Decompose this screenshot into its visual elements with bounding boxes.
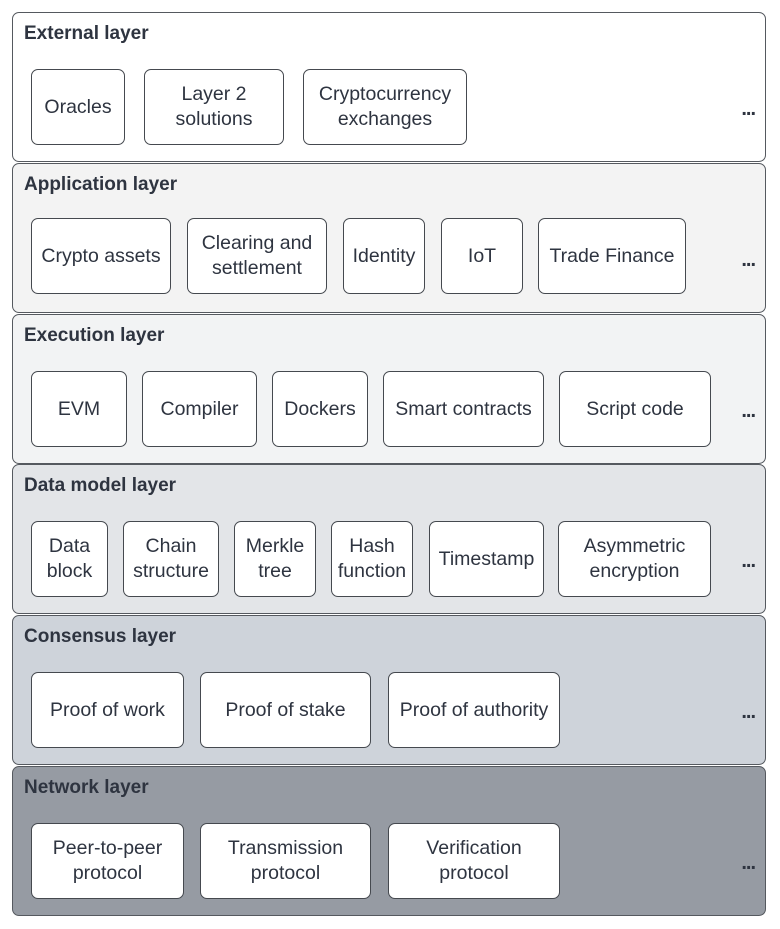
peer-to-peer-protocol-box: Peer-to-peer protocol (31, 823, 184, 899)
transmission-protocol-box: Transmission protocol (200, 823, 371, 899)
more-ellipsis: ... (741, 852, 756, 874)
consensus-layer: Consensus layer Proof of work Proof of s… (12, 615, 766, 765)
iot-box: IoT (441, 218, 523, 294)
proof-of-work-box: Proof of work (31, 672, 184, 748)
more-ellipsis: ... (741, 701, 756, 723)
layer-title: Application layer (24, 174, 178, 195)
network-layer: Network layer Peer-to-peer protocol Tran… (12, 766, 766, 916)
merkle-tree-box: Merkle tree (234, 521, 316, 597)
layer-title: External layer (24, 23, 149, 44)
more-ellipsis: ... (741, 249, 756, 271)
timestamp-box: Timestamp (429, 521, 544, 597)
data-block-box: Data block (31, 521, 108, 597)
layer-title: Consensus layer (24, 626, 177, 647)
verification-protocol-box: Verification protocol (388, 823, 560, 899)
script-code-box: Script code (559, 371, 711, 447)
proof-of-stake-box: Proof of stake (200, 672, 371, 748)
external-layer: External layer Oracles Layer 2 solutions… (12, 12, 766, 162)
crypto-exchanges-box: Cryptocurrency exchanges (303, 69, 467, 145)
identity-box: Identity (343, 218, 425, 294)
more-ellipsis: ... (741, 400, 756, 422)
asymmetric-encryption-box: Asymmetric encryption (558, 521, 711, 597)
application-layer: Application layer Crypto assets Clearing… (12, 163, 766, 313)
dockers-box: Dockers (272, 371, 368, 447)
execution-layer: Execution layer EVM Compiler Dockers Sma… (12, 314, 766, 464)
smart-contracts-box: Smart contracts (383, 371, 544, 447)
chain-structure-box: Chain structure (123, 521, 219, 597)
hash-function-box: Hash function (331, 521, 413, 597)
proof-of-authority-box: Proof of authority (388, 672, 560, 748)
data-model-layer: Data model layer Data block Chain struct… (12, 464, 766, 614)
evm-box: EVM (31, 371, 127, 447)
layer2-solutions-box: Layer 2 solutions (144, 69, 284, 145)
trade-finance-box: Trade Finance (538, 218, 686, 294)
layer-title: Data model layer (24, 475, 177, 496)
more-ellipsis: ... (741, 550, 756, 572)
more-ellipsis: ... (741, 98, 756, 120)
layer-title: Execution layer (24, 325, 165, 346)
oracles-box: Oracles (31, 69, 125, 145)
crypto-assets-box: Crypto assets (31, 218, 171, 294)
clearing-settlement-box: Clearing and settlement (187, 218, 327, 294)
layer-title: Network layer (24, 777, 149, 798)
compiler-box: Compiler (142, 371, 257, 447)
